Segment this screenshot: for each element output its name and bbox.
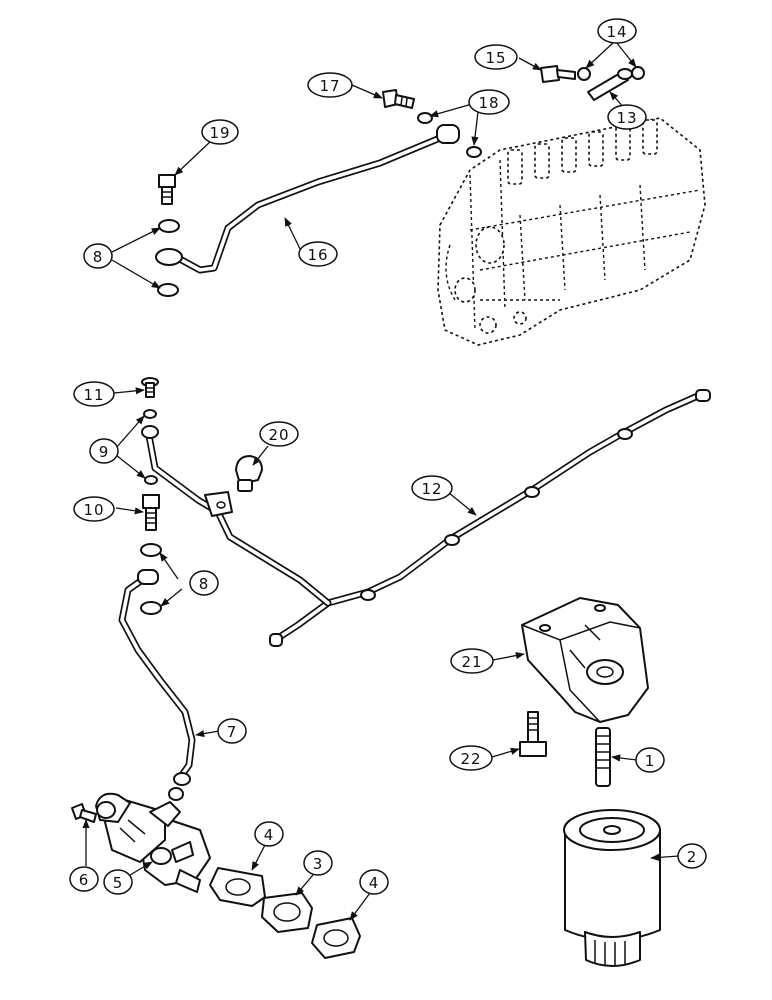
- svg-text:4: 4: [369, 874, 380, 892]
- washer-14-b: [631, 66, 645, 80]
- bolt-6: [71, 803, 97, 823]
- callout-leaders: [82, 41, 680, 921]
- callout-1: 1: [635, 747, 665, 773]
- callout-6: 6: [69, 866, 99, 892]
- banjo-bolt-17: [382, 89, 415, 109]
- svg-text:4: 4: [264, 826, 275, 844]
- banjo-bolt-11: [141, 377, 159, 398]
- svg-text:22: 22: [460, 750, 481, 768]
- bolt-22: [519, 711, 547, 757]
- svg-text:12: 12: [421, 480, 442, 498]
- svg-text:17: 17: [319, 77, 340, 95]
- svg-text:18: 18: [478, 94, 499, 112]
- sealing-washer-9-a: [143, 409, 157, 419]
- svg-text:9: 9: [99, 443, 110, 461]
- washer-14-a: [577, 67, 591, 81]
- callout-18: 18: [468, 89, 510, 115]
- callout-15: 15: [474, 44, 518, 70]
- svg-text:15: 15: [485, 49, 506, 67]
- sealing-washer-18-lower: [466, 146, 482, 158]
- callout-16: 16: [298, 241, 338, 267]
- callout-7: 7: [217, 718, 247, 744]
- svg-text:10: 10: [83, 501, 104, 519]
- svg-text:13: 13: [616, 109, 637, 127]
- gasket-4-a: [209, 867, 266, 907]
- callout-8-top: 8: [83, 243, 113, 269]
- svg-text:20: 20: [268, 426, 289, 444]
- svg-text:8: 8: [199, 575, 210, 593]
- callout-21: 21: [450, 648, 494, 674]
- callout-12: 12: [411, 475, 453, 501]
- fuel-filter-2: [563, 809, 661, 967]
- sealing-washer-8-lower-b: [140, 601, 162, 615]
- svg-text:14: 14: [606, 23, 627, 41]
- callout-22: 22: [449, 745, 493, 771]
- callout-4-a: 4: [254, 821, 284, 847]
- sealing-washer-18-upper: [417, 112, 433, 124]
- sealing-washer-8-top-a: [158, 219, 180, 233]
- banjo-bolt-19: [158, 174, 176, 205]
- callout-20: 20: [259, 421, 299, 447]
- svg-text:6: 6: [79, 871, 90, 889]
- fuel-lift-pump-5: [95, 787, 211, 893]
- svg-text:19: 19: [209, 124, 230, 142]
- callout-2: 2: [677, 843, 707, 869]
- filter-head-21: [521, 597, 649, 723]
- fuel-return-line-12: [141, 389, 711, 647]
- callout-9: 9: [89, 438, 119, 464]
- fitting-13: [587, 68, 633, 101]
- fuel-line-7: [118, 569, 196, 786]
- callout-19: 19: [201, 119, 239, 145]
- callout-11: 11: [73, 381, 115, 407]
- svg-text:2: 2: [687, 848, 698, 866]
- callout-8-lower: 8: [189, 570, 219, 596]
- callout-13: 13: [607, 104, 647, 130]
- banjo-bolt-10: [142, 494, 160, 531]
- callout-10: 10: [73, 496, 115, 522]
- sealing-washer-9-b: [144, 475, 158, 485]
- banjo-bolt-15: [540, 65, 576, 83]
- svg-text:7: 7: [227, 723, 238, 741]
- svg-text:16: 16: [307, 246, 328, 264]
- svg-text:8: 8: [93, 248, 104, 266]
- sealing-washer-8-lower-a: [140, 543, 162, 557]
- svg-text:1: 1: [645, 752, 656, 770]
- callout-3: 3: [303, 850, 333, 876]
- svg-text:5: 5: [113, 874, 124, 892]
- cap-20: [235, 455, 263, 492]
- sealing-washer-8-top-b: [157, 283, 179, 297]
- fitting-1: [595, 727, 611, 787]
- callout-17: 17: [307, 72, 353, 98]
- svg-text:11: 11: [83, 386, 104, 404]
- fuel-injection-pump: [437, 117, 706, 346]
- callout-5: 5: [103, 869, 133, 895]
- callout-14: 14: [597, 18, 637, 44]
- gasket-3: [261, 892, 313, 933]
- callout-4-b: 4: [359, 869, 389, 895]
- svg-text:3: 3: [313, 855, 324, 873]
- gasket-4-b: [311, 917, 361, 959]
- svg-text:21: 21: [461, 653, 482, 671]
- fuel-line-16: [155, 124, 460, 274]
